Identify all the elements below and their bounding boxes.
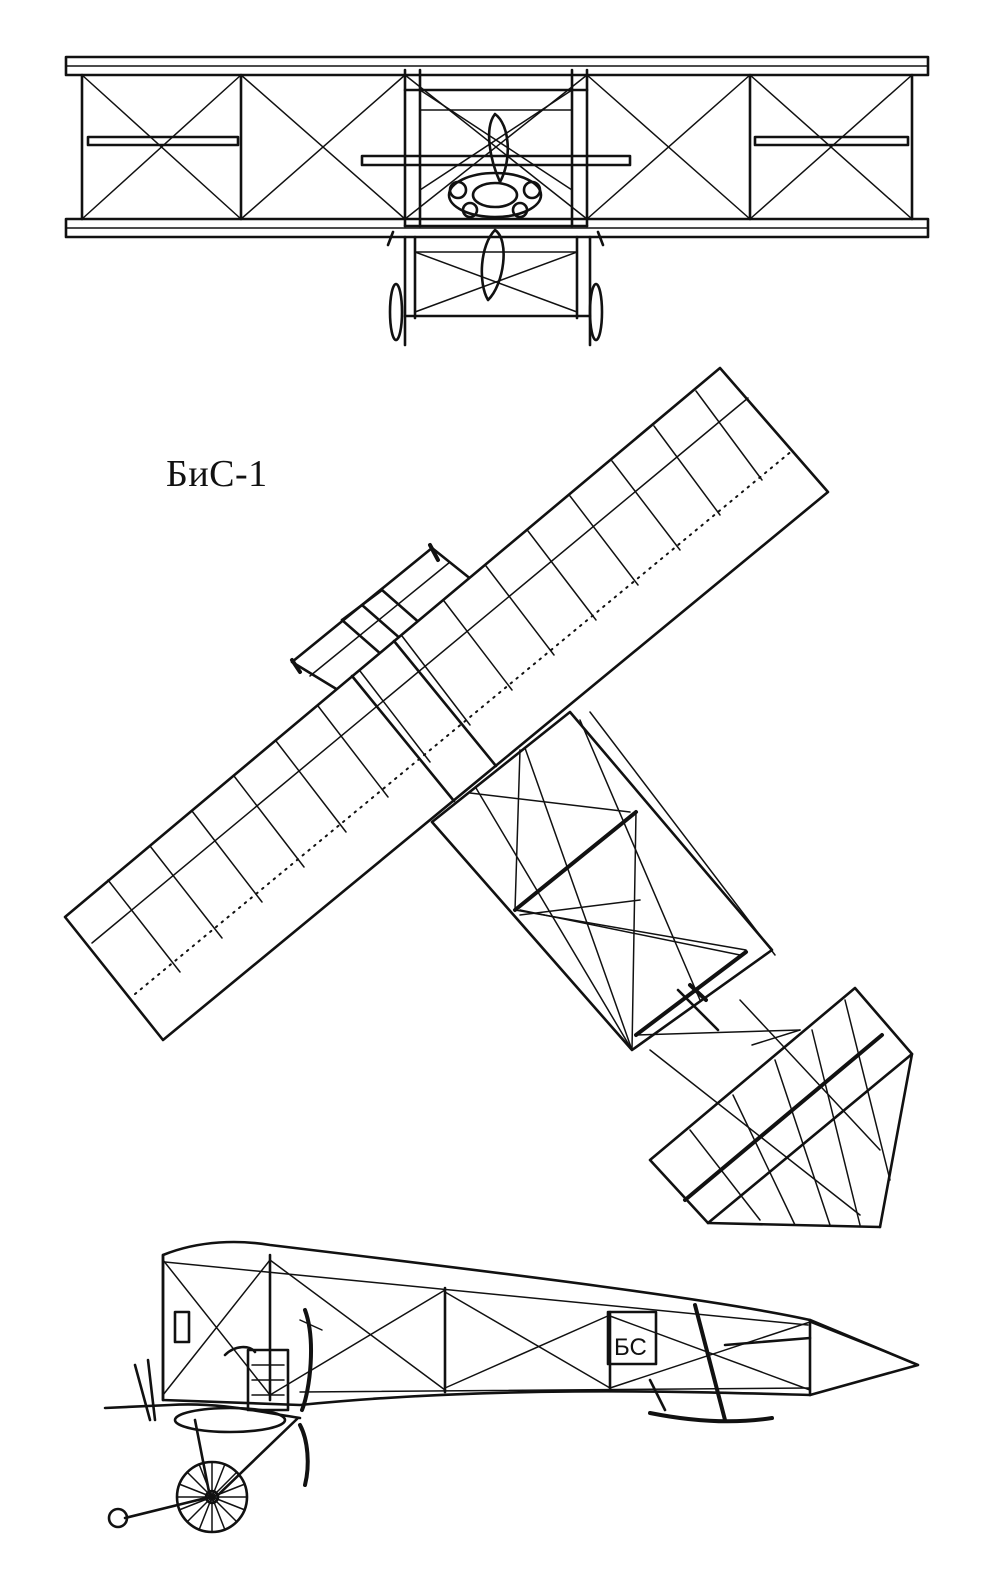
left-aileron (86, 135, 240, 147)
tail-skid (648, 1411, 774, 1424)
aircraft-designation: БиС-1 (166, 453, 268, 495)
bracing-wires (81, 74, 913, 220)
side-view: БС (103, 1240, 920, 1534)
plan-fuselage (430, 710, 801, 1052)
right-aileron (753, 135, 910, 147)
plan-main-wing (63, 366, 830, 1042)
side-marking-panel (606, 1310, 658, 1366)
side-propeller-upper (300, 1308, 313, 1412)
plan-tailplane (648, 986, 914, 1229)
side-undercarriage (107, 1406, 300, 1534)
propeller-lower-blade (480, 228, 505, 302)
rudder-post (693, 1303, 727, 1422)
side-fuselage-outline (161, 1240, 920, 1407)
interplane-struts (80, 68, 914, 228)
side-frame-diagonals (162, 1259, 919, 1396)
front-tailplane (360, 154, 632, 167)
side-propeller-lower (298, 1423, 310, 1487)
propeller-upper-blade (487, 112, 510, 184)
wing-ribs (107, 390, 763, 973)
rear-spar-line (134, 449, 794, 995)
side-frame-verticals (161, 1253, 612, 1402)
front-view (64, 55, 930, 347)
side-marking: БС (614, 1334, 647, 1361)
plan-view (63, 366, 914, 1229)
centre-cabane (403, 68, 589, 228)
front-undercarriage (386, 230, 605, 347)
rotary-engine (447, 171, 543, 219)
